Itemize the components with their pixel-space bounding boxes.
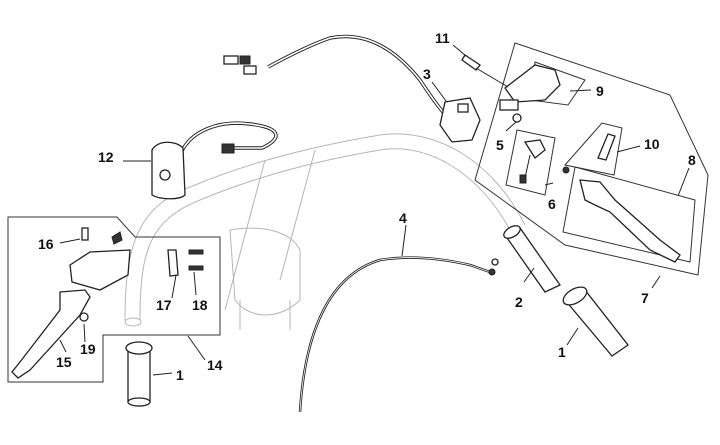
right-switch [439,97,481,143]
callout-19: 19 [80,341,96,357]
callout-4: 4 [399,210,407,226]
leader-lines [59,44,690,376]
frame-14 [7,216,221,383]
handlebar-ghost [124,133,526,330]
callout-8: 8 [688,152,696,168]
frame-8 [562,166,696,263]
master-cylinder [504,64,561,103]
callout-7: 7 [641,290,649,306]
frame-10 [564,122,623,176]
callout-18: 18 [192,297,208,313]
callout-17: 17 [156,297,172,313]
callout-14: 14 [207,357,223,373]
callout-2: 2 [515,294,523,310]
lever-housing [69,249,131,291]
callout-9: 9 [596,83,604,99]
left-switch [151,141,186,200]
grip-left [127,349,151,403]
throttle-cable [298,256,491,413]
frame-7 [474,42,709,276]
callout-11: 11 [435,30,450,46]
callout-15: 15 [56,354,72,370]
callout-6: 6 [548,196,556,212]
callout-12: 12 [98,149,114,165]
callout-10: 10 [644,136,660,152]
brake-lever [579,179,681,263]
callout-16: 16 [38,236,54,252]
callout-3: 3 [423,66,431,82]
callout-1-left: 1 [176,367,184,383]
callout-5: 5 [496,137,504,153]
frame-6 [505,129,556,196]
lever-15 [11,289,91,379]
callout-1-right: 1 [558,344,566,360]
